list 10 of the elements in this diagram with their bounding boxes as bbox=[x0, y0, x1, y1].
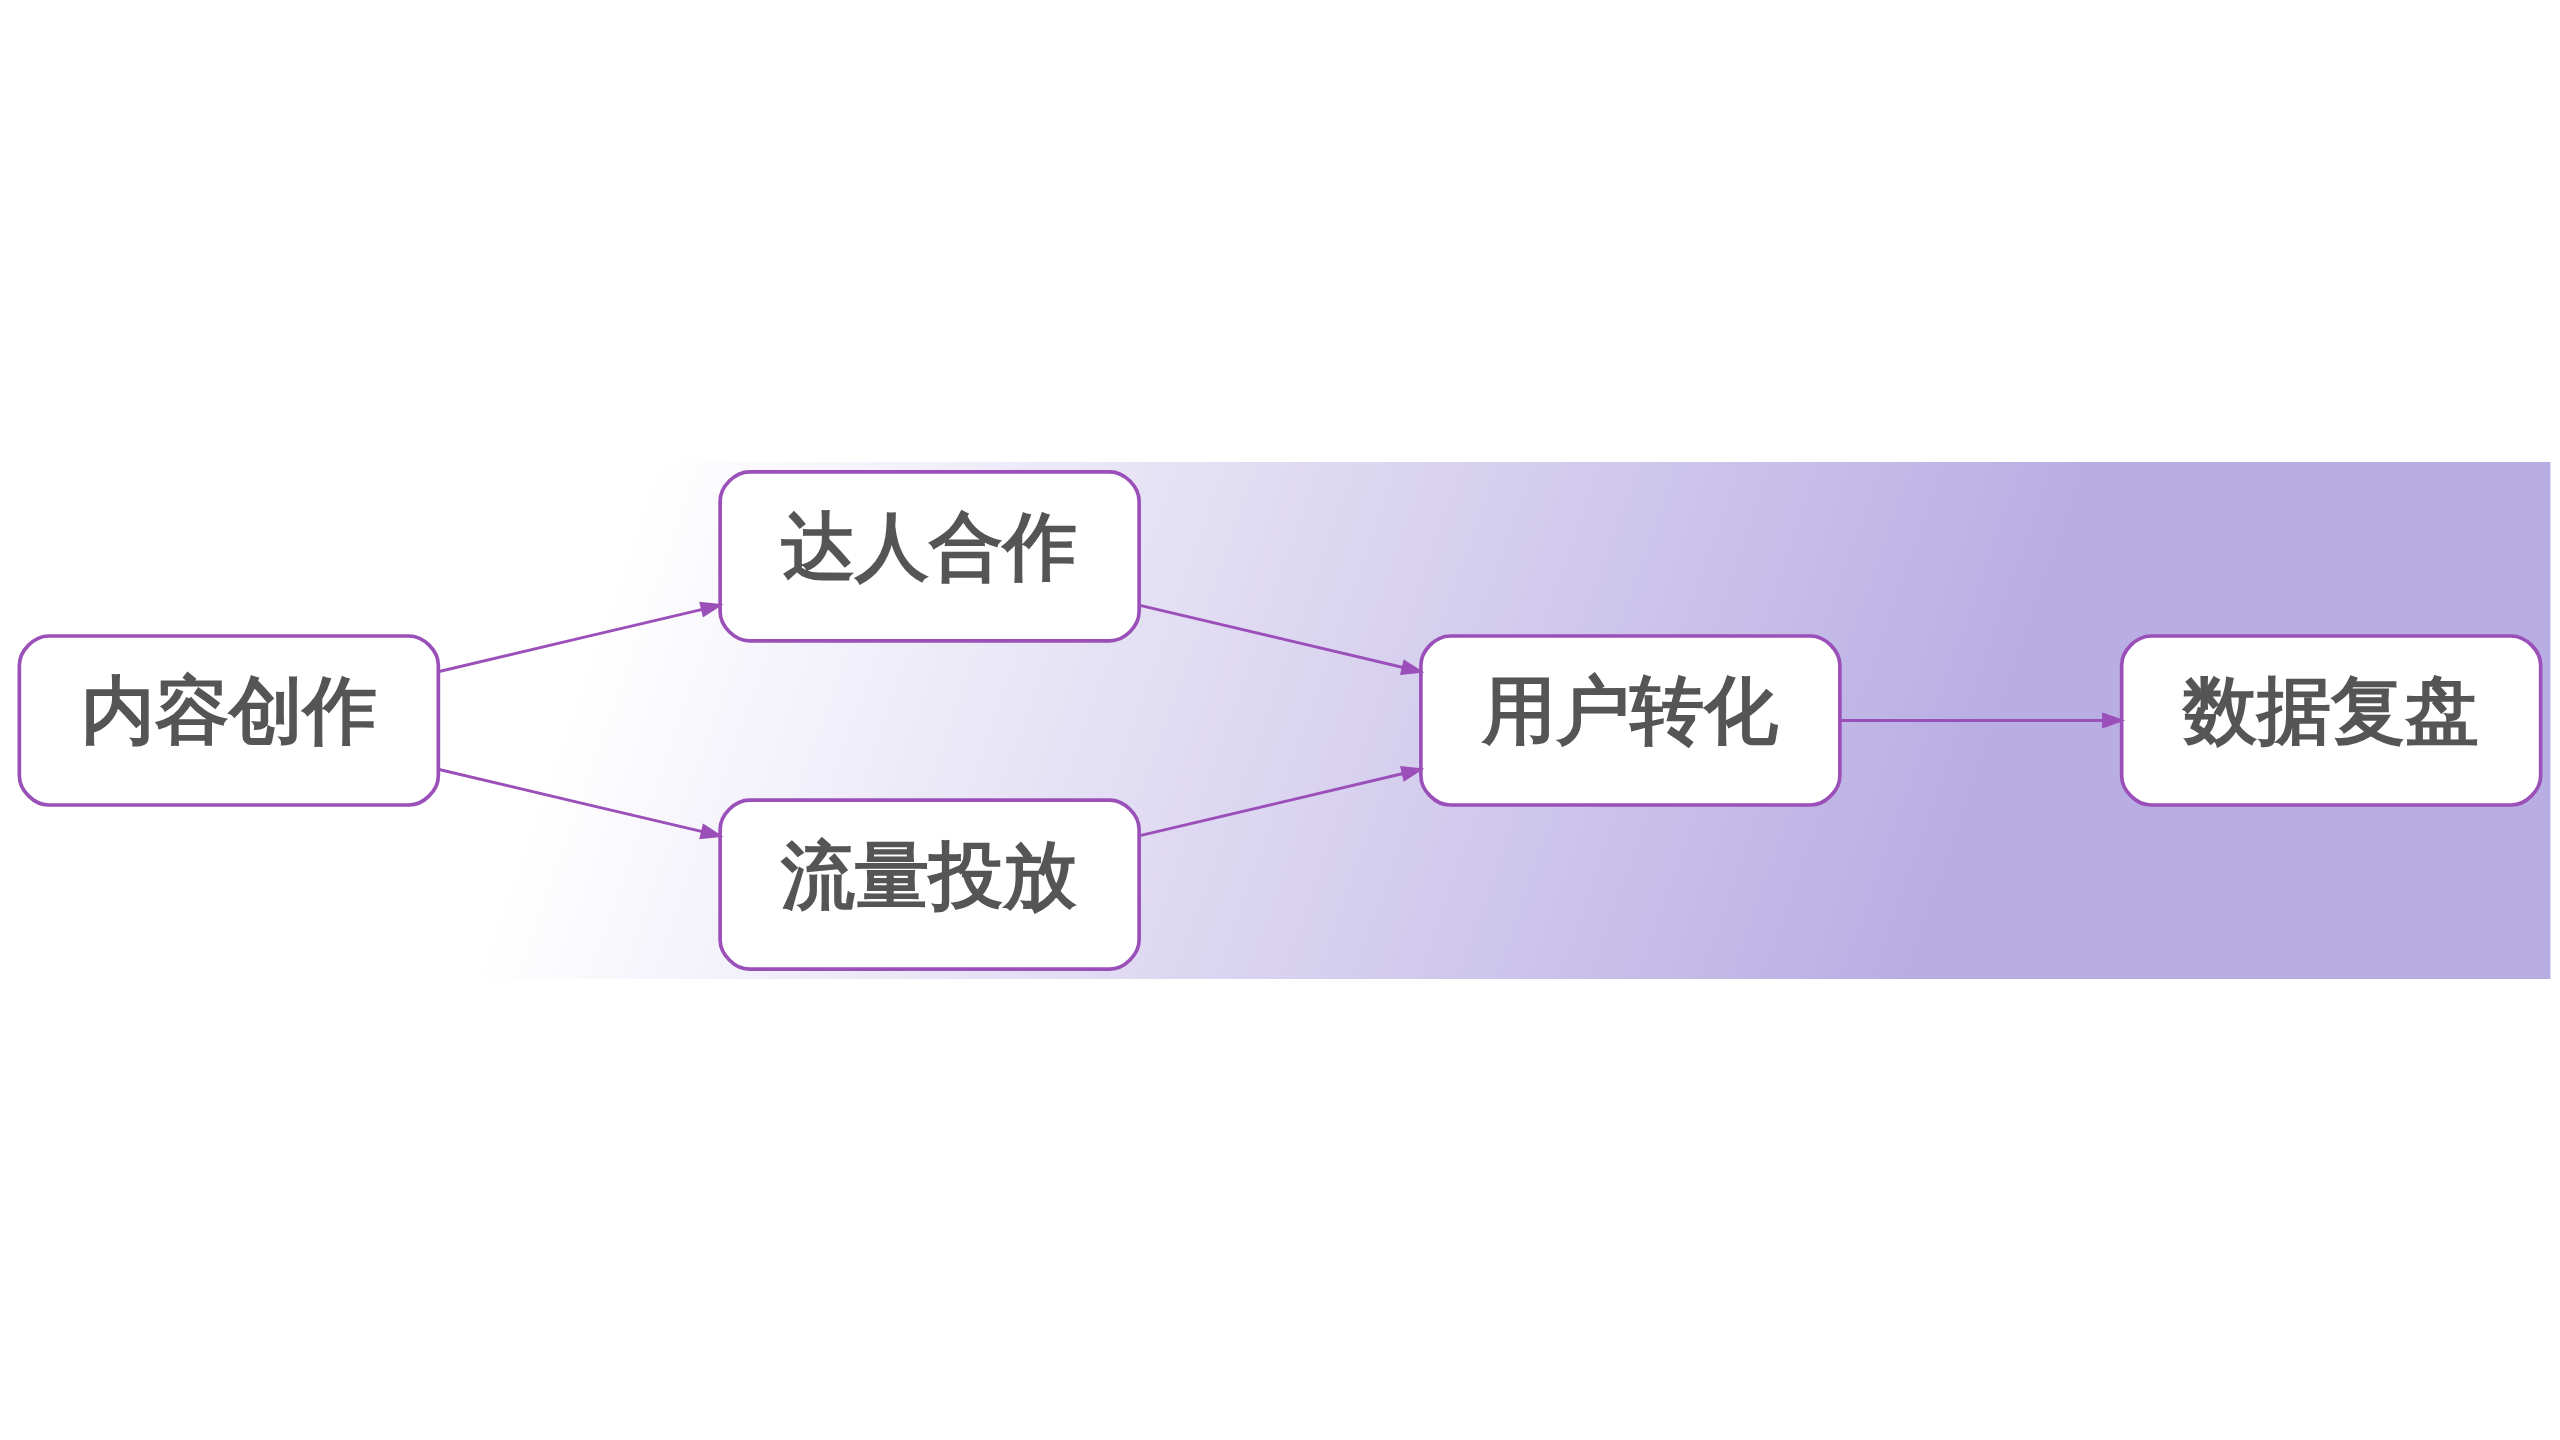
node-box: 数据复盘 bbox=[2119, 633, 2543, 807]
node-box: 达人合作 bbox=[718, 469, 1141, 643]
arrow bbox=[1139, 765, 1425, 837]
node-box: 用户转化 bbox=[1419, 633, 1842, 807]
arrow bbox=[1139, 603, 1425, 675]
arrow bbox=[438, 601, 724, 673]
node-box: 流量投放 bbox=[718, 797, 1141, 971]
arrow bbox=[438, 767, 724, 839]
arrow bbox=[1840, 711, 2126, 729]
node-box: 内容创作 bbox=[17, 633, 441, 807]
